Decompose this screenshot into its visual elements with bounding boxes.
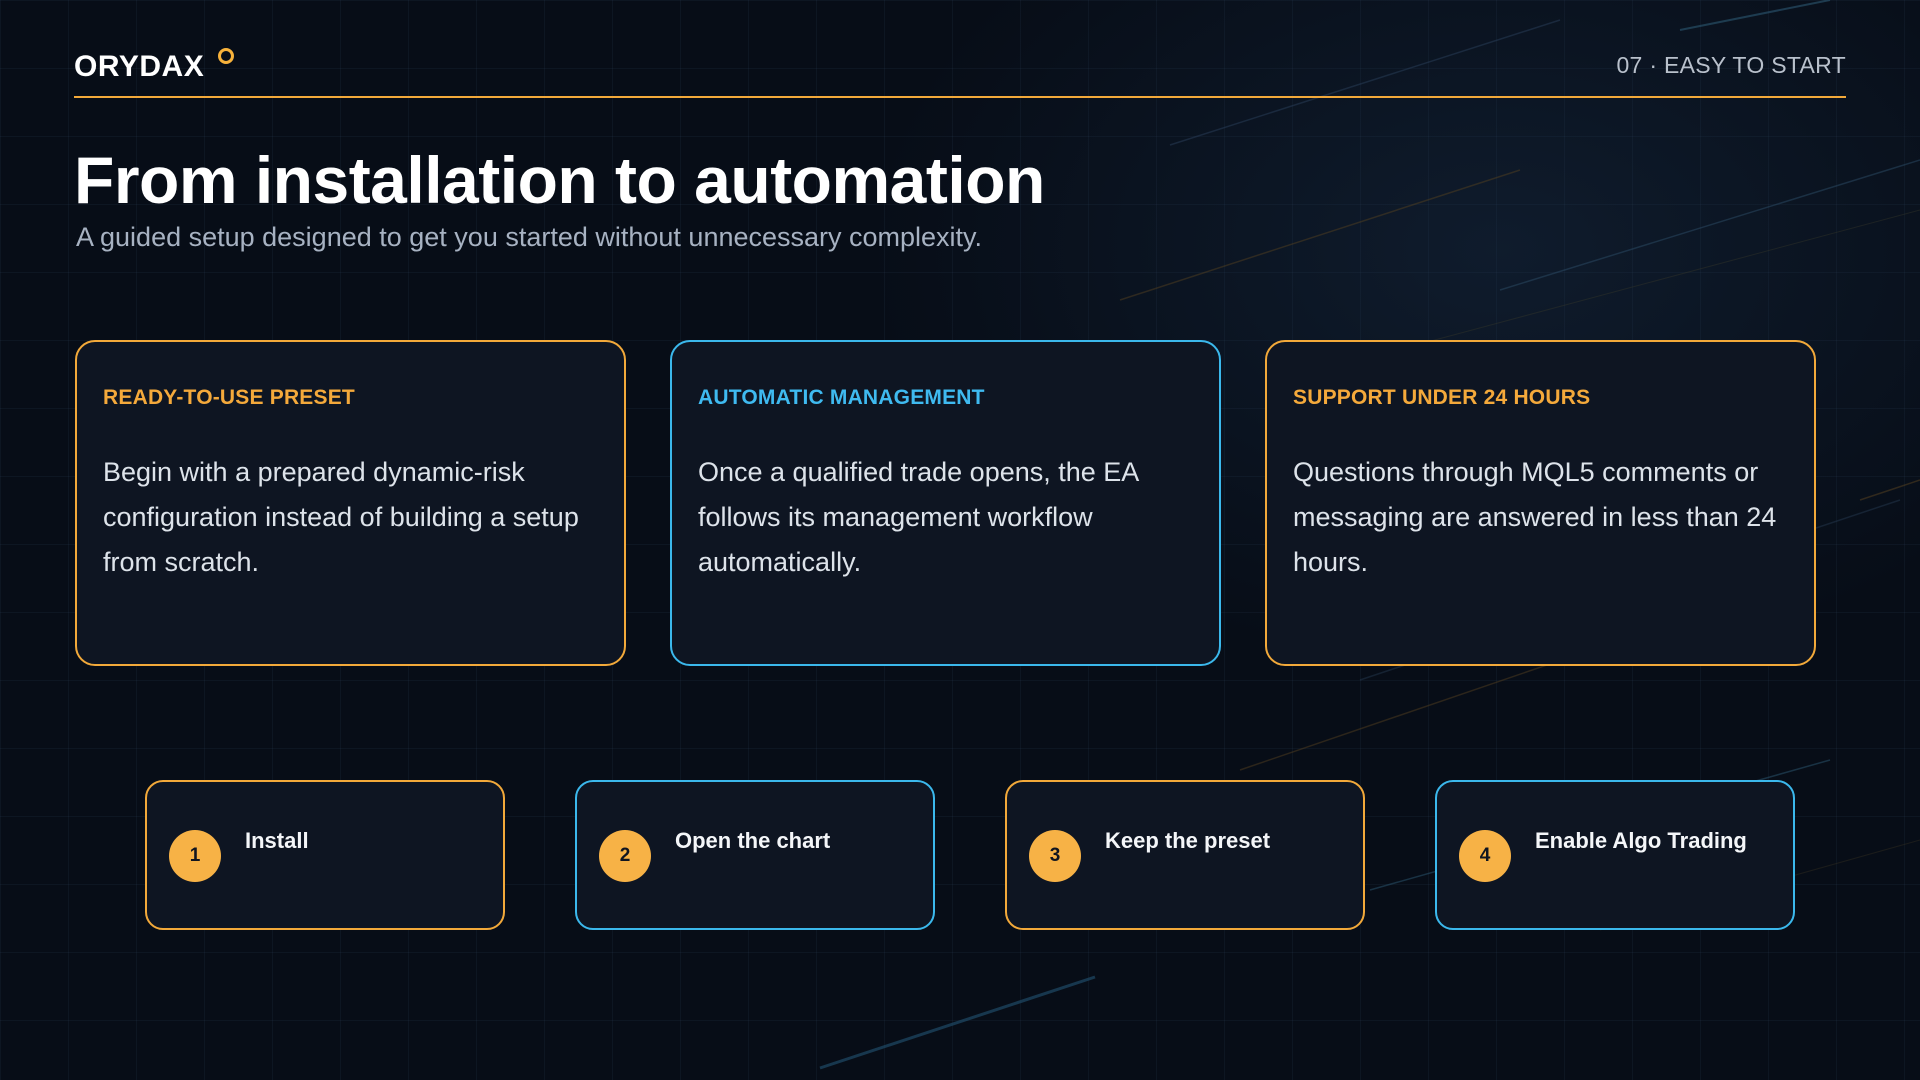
step-number-badge: 4	[1459, 830, 1511, 882]
step-label: Open the chart	[675, 828, 831, 853]
step-label: Enable Algo Trading	[1535, 828, 1747, 853]
step-number-badge: 2	[599, 830, 651, 882]
card-body: Once a qualified trade opens, the EA fol…	[698, 457, 1138, 577]
step-number-badge: 1	[169, 830, 221, 882]
step-label: Keep the preset	[1105, 828, 1271, 853]
card-body: Questions through MQL5 comments or messa…	[1293, 457, 1777, 577]
step-number-badge: 3	[1029, 830, 1081, 882]
slide-title: From installation to automation	[74, 143, 1045, 217]
step-open-the-chart: 2 Open the chart	[575, 780, 935, 930]
card-title: AUTOMATIC MANAGEMENT	[698, 386, 985, 409]
card-title: SUPPORT UNDER 24 HOURS	[1293, 386, 1591, 409]
card-automatic-management: AUTOMATIC MANAGEMENT Once a qualified tr…	[670, 340, 1221, 666]
slide-header: ORYDAX 07 · EASY TO START	[74, 44, 1846, 98]
step-install: 1 Install	[145, 780, 505, 930]
slide-subtitle: A guided setup designed to get you start…	[76, 222, 983, 252]
brand-name: ORYDAX	[74, 50, 205, 83]
brand-ring-icon	[218, 48, 234, 64]
step-label: Install	[245, 828, 309, 853]
card-ready-to-use-preset: READY-TO-USE PRESET Begin with a prepare…	[75, 340, 626, 666]
card-body: Begin with a prepared dynamic-risk confi…	[103, 457, 579, 577]
step-enable-algo-trading: 4 Enable Algo Trading	[1435, 780, 1795, 930]
step-keep-the-preset: 3 Keep the preset	[1005, 780, 1365, 930]
card-title: READY-TO-USE PRESET	[103, 386, 355, 409]
card-support-under-24-hours: SUPPORT UNDER 24 HOURS Questions through…	[1265, 340, 1816, 666]
slide-tag: 07 · EASY TO START	[1616, 52, 1846, 78]
